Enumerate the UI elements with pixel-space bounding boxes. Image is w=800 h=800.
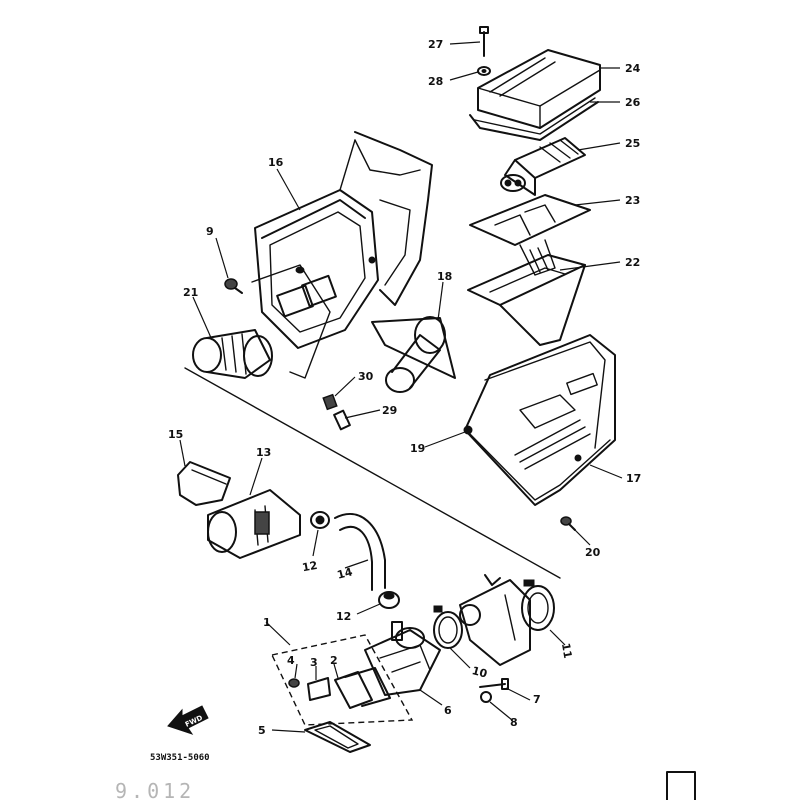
part-7-bolt (479, 678, 509, 690)
callout-15: 15 (168, 428, 183, 441)
callout-29: 29 (382, 404, 397, 417)
part-2-reed-valve (334, 667, 391, 709)
part-4-screw (288, 678, 300, 688)
part-15-bracket (177, 461, 231, 506)
callout-30: 30 (358, 370, 374, 383)
callout-19: 19 (410, 442, 425, 455)
part-14-hose (334, 513, 386, 591)
part-12-clamp-upper (310, 511, 330, 529)
part-12-clamp-lower (378, 591, 400, 609)
callout-5: 5 (258, 724, 266, 737)
part-11-clamp (521, 579, 555, 631)
callout-9: 9 (206, 225, 214, 238)
part-25-filter-element (500, 137, 586, 196)
corner-box-fragment (666, 771, 696, 800)
fwd-arrow-icon: FWD (167, 705, 209, 735)
callout-3: 3 (310, 656, 318, 669)
callout-16: 16 (268, 156, 284, 169)
part-26-seal (469, 97, 599, 141)
callout-10: 10 (470, 664, 488, 681)
callout-11: 11 (559, 642, 574, 659)
part-21-joint (192, 329, 273, 379)
callout-26: 26 (625, 96, 641, 109)
callout-14: 14 (336, 565, 354, 582)
part-27-bolt (479, 26, 489, 57)
part-30-clip (322, 393, 338, 411)
part-5-gasket (304, 721, 371, 753)
part-24-cover (477, 49, 601, 129)
callout-4: 4 (287, 654, 295, 667)
part-16-filter-case (251, 131, 433, 379)
part-9-screw (224, 278, 243, 294)
callout-20: 20 (585, 546, 601, 559)
part-22-duct (467, 254, 586, 346)
callout-25: 25 (625, 137, 640, 150)
callout-12-upper: 12 (301, 559, 318, 574)
callout-27: 27 (428, 38, 443, 51)
callout-18: 18 (437, 270, 452, 283)
callout-21: 21 (183, 286, 198, 299)
section-divider-line (184, 367, 561, 579)
callout-1: 1 (263, 616, 271, 629)
drawing-code: 53W351-5060 (150, 753, 210, 763)
callout-28: 28 (428, 75, 443, 88)
callout-13: 13 (256, 446, 271, 459)
leader-lines (179, 41, 623, 733)
part-1-assembly-boundary (270, 634, 414, 726)
callout-2: 2 (330, 654, 338, 667)
callout-23: 23 (625, 194, 640, 207)
page-number: 9.012 (115, 779, 195, 800)
part-8-washer (480, 691, 492, 703)
part-17-filter-box (463, 334, 616, 506)
part-13-canister (207, 489, 301, 559)
part-29-plug (333, 409, 351, 431)
callout-12-lower: 12 (336, 610, 351, 623)
callout-7: 7 (533, 693, 541, 706)
callout-22: 22 (625, 256, 640, 269)
part-28-washer (477, 66, 491, 76)
part-3-stopper (307, 677, 331, 701)
part-18-pipe (371, 316, 456, 393)
part-6-manifold (364, 621, 441, 696)
carburetor-assembly (459, 574, 531, 666)
callout-24: 24 (625, 62, 641, 75)
callout-8: 8 (510, 716, 518, 729)
callout-6: 6 (444, 704, 452, 717)
part-10-clamp (433, 605, 463, 649)
callout-17: 17 (626, 472, 641, 485)
